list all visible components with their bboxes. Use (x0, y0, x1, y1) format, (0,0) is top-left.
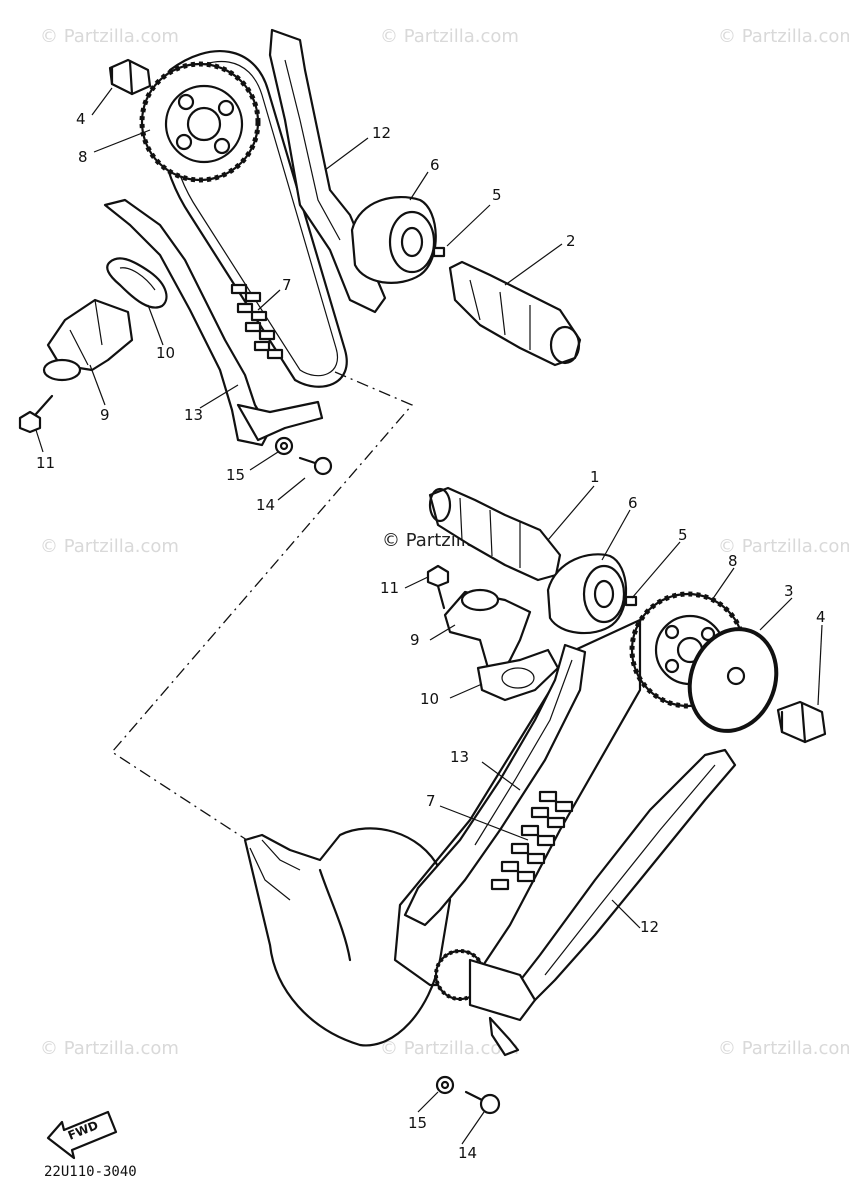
gasket-top (106, 257, 168, 309)
callout-9: 9 (100, 406, 110, 424)
watermark: © Partzilla.com (380, 26, 519, 47)
callout-13: 13 (450, 748, 469, 766)
callout-15: 15 (408, 1114, 427, 1132)
callout-4: 4 (816, 608, 826, 626)
callout-14: 14 (256, 496, 275, 514)
bolt-top (108, 58, 152, 96)
callout-4: 4 (76, 110, 86, 128)
washer-top (274, 436, 294, 456)
leaders-bottom (404, 485, 823, 1145)
callout-12: 12 (372, 124, 391, 142)
chain-links-top (230, 283, 284, 360)
watermark: © Partzilla.com (40, 536, 179, 557)
screw-bottom (426, 564, 450, 610)
callout-6: 6 (430, 156, 440, 174)
callout-5: 5 (492, 186, 502, 204)
callout-14: 14 (458, 1144, 477, 1162)
crankshaft (243, 827, 452, 1047)
callout-10: 10 (156, 344, 175, 362)
crank-sprocket (434, 949, 537, 1057)
callout-10: 10 (420, 690, 439, 708)
pin-top (432, 246, 446, 258)
callout-7: 7 (426, 792, 436, 810)
callout-11: 11 (36, 454, 55, 472)
callout-9: 9 (410, 631, 420, 649)
callout-8: 8 (78, 148, 88, 166)
bolt-bottom-small (464, 1090, 501, 1115)
cam-dog-bottom (546, 553, 628, 635)
reference-line (111, 371, 414, 843)
watermark: © Partzilla.com (718, 26, 849, 47)
callout-15: 15 (226, 466, 245, 484)
callout-6: 6 (628, 494, 638, 512)
watermark: © Partzilla.com (718, 1038, 849, 1059)
pin-bottom (624, 595, 638, 607)
washer-bottom (435, 1075, 455, 1095)
watermark: © Partzilla.com (380, 1038, 519, 1059)
callout-1: 1 (590, 468, 600, 486)
watermark: © Partzilla.com (40, 1038, 179, 1059)
callout-2: 2 (566, 232, 576, 250)
watermark: © Partzilla.com (718, 536, 849, 557)
watermarks: © Partzilla.com © Partzilla.com © Partzi… (40, 26, 849, 1059)
fwd-arrow-icon: FWD (46, 1110, 118, 1160)
diagram-code: 22U110-3040 (44, 1164, 137, 1180)
callout-11: 11 (380, 579, 399, 597)
callout-12: 12 (640, 918, 659, 936)
cam-sprocket-top (139, 61, 261, 183)
bottom-assembly: 1 6 5 8 3 4 11 9 10 13 7 12 15 14 (243, 468, 827, 1162)
gasket-bottom (476, 648, 560, 702)
callout-8: 8 (728, 552, 738, 570)
callout-5: 5 (678, 526, 688, 544)
tensioner-bottom (443, 588, 532, 674)
tensioner-top (42, 298, 134, 382)
bolt-top-small (298, 456, 333, 476)
bolt-bottom (776, 700, 827, 744)
callout-3: 3 (784, 582, 794, 600)
tensioner-arm-bottom (403, 643, 587, 927)
screw-top (18, 394, 54, 434)
watermark: © Partzilla.com (40, 26, 179, 47)
cam-dog-top (350, 196, 437, 284)
leaders-top (35, 87, 563, 501)
plate-bottom (687, 627, 779, 733)
camshaft-bottom (428, 486, 562, 582)
callout-13: 13 (184, 406, 203, 424)
camshaft-top (448, 260, 582, 367)
chain-links-bottom (490, 790, 574, 891)
callout-7: 7 (282, 276, 292, 294)
top-assembly: 4 8 12 6 5 2 7 10 9 13 11 15 14 (18, 28, 582, 514)
